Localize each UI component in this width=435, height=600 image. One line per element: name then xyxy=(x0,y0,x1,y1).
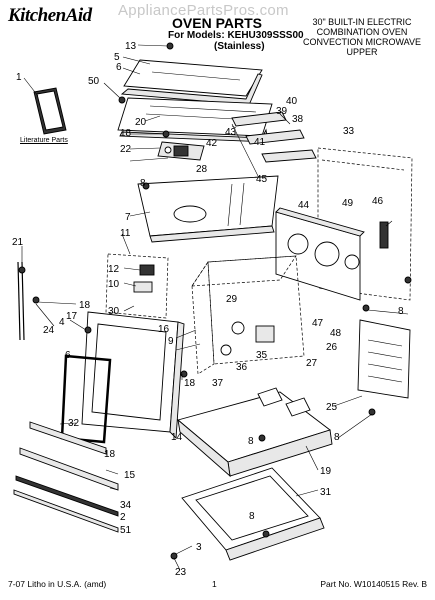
finish-label: (Stainless) xyxy=(214,41,265,52)
callout-6b: 6 xyxy=(65,350,71,361)
floor-plate-part xyxy=(137,175,279,243)
callout-35: 35 xyxy=(256,350,268,361)
callout-17: 17 xyxy=(66,311,78,322)
tray-part xyxy=(177,387,333,478)
callout-47: 47 xyxy=(312,318,324,329)
callout-18c: 18 xyxy=(184,378,196,389)
callout-31: 31 xyxy=(320,487,332,498)
callout-23: 23 xyxy=(175,567,187,578)
callout-4: 4 xyxy=(59,317,65,328)
side-rail-part xyxy=(17,261,25,341)
callout-38: 38 xyxy=(292,114,304,125)
callout-32: 32 xyxy=(68,418,80,429)
element-strips-part xyxy=(231,111,317,201)
callout-29: 29 xyxy=(226,294,238,305)
leader-lines xyxy=(21,44,409,571)
callout-15: 15 xyxy=(124,470,136,481)
callout-labels: 1 2 3 4 5 6 6 7 8 8 8 8 8 9 10 11 12 13 … xyxy=(12,41,404,578)
callout-13: 13 xyxy=(125,41,137,52)
callout-39: 39 xyxy=(276,106,288,117)
callout-50: 50 xyxy=(88,76,100,87)
callout-8b: 8 xyxy=(398,306,404,317)
page-title: OVEN PARTS xyxy=(172,15,262,31)
callout-33: 33 xyxy=(343,126,355,137)
callout-43: 43 xyxy=(225,127,237,138)
literature-label: Literature Parts xyxy=(20,137,68,144)
callout-19: 19 xyxy=(320,466,332,477)
appliance-description: 30" BUILT-IN ELECTRIC COMBINATION OVEN C… xyxy=(302,17,421,57)
callout-28: 28 xyxy=(196,164,208,175)
callout-27: 27 xyxy=(306,358,318,369)
watermark: AppliancePartsPros.com xyxy=(118,2,289,19)
callout-21: 21 xyxy=(12,237,24,248)
door-gasket-part xyxy=(60,354,112,444)
callout-14: 14 xyxy=(171,432,183,443)
callout-45: 45 xyxy=(256,174,268,185)
callout-8e: 8 xyxy=(249,511,255,522)
callout-44: 44 xyxy=(298,200,310,211)
callout-42: 42 xyxy=(206,138,218,149)
callout-46: 46 xyxy=(372,196,384,207)
callout-10: 10 xyxy=(108,279,120,290)
callout-3: 3 xyxy=(196,542,202,553)
callout-5: 5 xyxy=(114,52,120,63)
callout-6a: 6 xyxy=(116,62,122,73)
callout-48: 48 xyxy=(330,328,342,339)
callout-25: 25 xyxy=(326,402,338,413)
top-cover-part xyxy=(120,59,263,106)
callout-8a: 8 xyxy=(140,178,146,189)
sensor-part xyxy=(379,221,389,249)
screw-fasteners xyxy=(18,42,412,560)
callout-16: 16 xyxy=(158,324,170,335)
callout-34: 34 xyxy=(120,500,132,511)
footer-part-number: Part No. W10140515 Rev. B xyxy=(320,579,427,589)
callout-1: 1 xyxy=(16,72,22,83)
callout-24: 24 xyxy=(43,325,55,336)
brand-logo: KitchenAid xyxy=(8,5,92,26)
drip-pan-part xyxy=(181,467,325,561)
latch-bracket-part xyxy=(157,141,205,161)
footer-print-info: 7-07 Litho in U.S.A. (amd) xyxy=(8,579,107,589)
callout-30: 30 xyxy=(108,306,120,317)
callout-41: 41 xyxy=(254,137,266,148)
callout-7: 7 xyxy=(125,212,131,223)
control-bracket-part xyxy=(105,253,169,319)
oven-cavity-part xyxy=(191,255,305,375)
callout-49: 49 xyxy=(342,198,354,209)
callout-9: 9 xyxy=(168,336,174,347)
model-line: For Models: KEHU309SSS00 xyxy=(168,30,304,41)
callout-12: 12 xyxy=(108,264,120,275)
callout-11: 11 xyxy=(120,228,131,239)
side-vent-panel-part xyxy=(357,319,411,399)
literature-booklet xyxy=(33,87,67,135)
callout-2: 2 xyxy=(120,512,126,523)
callout-26: 26 xyxy=(326,342,338,353)
trim-strips-part xyxy=(13,421,119,533)
footer-page-number: 1 xyxy=(212,579,217,589)
callout-36: 36 xyxy=(236,362,248,373)
callout-8d: 8 xyxy=(334,432,340,443)
callout-18d: 18 xyxy=(104,449,116,460)
callout-51-visible: 51 xyxy=(120,525,132,536)
rear-panel-part xyxy=(275,207,365,301)
callout-8c: 8 xyxy=(248,436,254,447)
callout-22: 22 xyxy=(120,144,132,155)
callout-37: 37 xyxy=(212,378,224,389)
callout-20: 20 xyxy=(135,117,147,128)
callout-40: 40 xyxy=(286,96,298,107)
callout-18b: 18 xyxy=(79,300,91,311)
callout-18a: 18 xyxy=(120,128,132,139)
